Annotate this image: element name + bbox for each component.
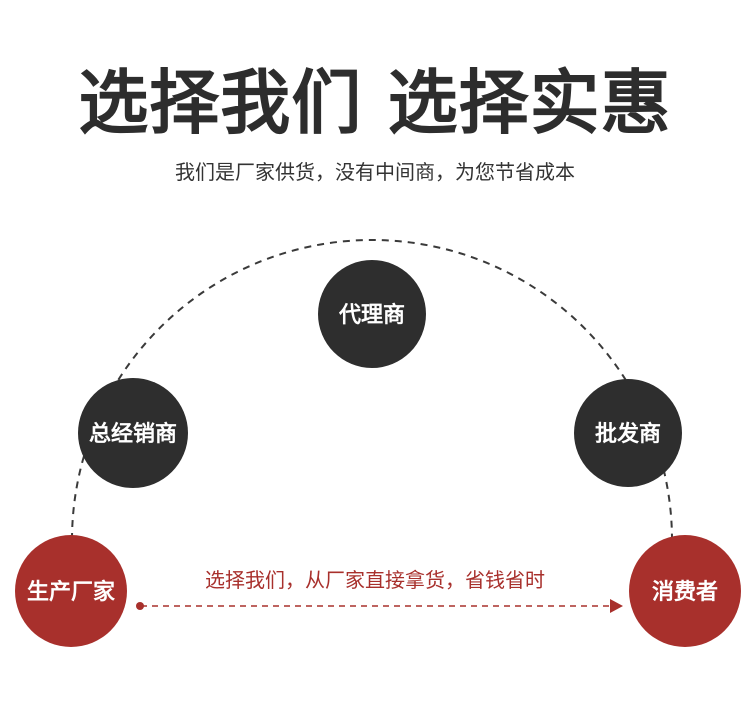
node-wholesaler: 批发商 bbox=[574, 379, 682, 487]
node-consumer: 消费者 bbox=[629, 535, 741, 647]
page-title: 选择我们 选择实惠 bbox=[78, 62, 672, 144]
node-consumer-circle bbox=[629, 535, 741, 647]
node-agent-circle bbox=[318, 260, 426, 368]
node-manufacturer-label: 生产厂家 bbox=[27, 579, 116, 605]
node-agent-label: 代理商 bbox=[338, 302, 405, 328]
node-wholesaler-circle bbox=[574, 379, 682, 487]
node-distributor-label: 总经销商 bbox=[89, 421, 177, 447]
node-distributor: 总经销商 bbox=[78, 378, 188, 488]
direct-path-label: 选择我们，从厂家直接拿货，省钱省时 bbox=[205, 568, 545, 592]
page-subtitle: 我们是厂家供货，没有中间商，为您节省成本 bbox=[175, 160, 575, 184]
node-manufacturer: 生产厂家 bbox=[15, 535, 127, 647]
direct-path-arrowhead bbox=[610, 599, 623, 613]
node-manufacturer-circle bbox=[15, 535, 127, 647]
node-distributor-circle bbox=[78, 378, 188, 488]
node-consumer-label: 消费者 bbox=[652, 580, 718, 605]
direct-path-start-dot bbox=[136, 602, 144, 610]
node-wholesaler-label: 批发商 bbox=[595, 421, 661, 447]
node-agent: 代理商 bbox=[318, 260, 426, 368]
